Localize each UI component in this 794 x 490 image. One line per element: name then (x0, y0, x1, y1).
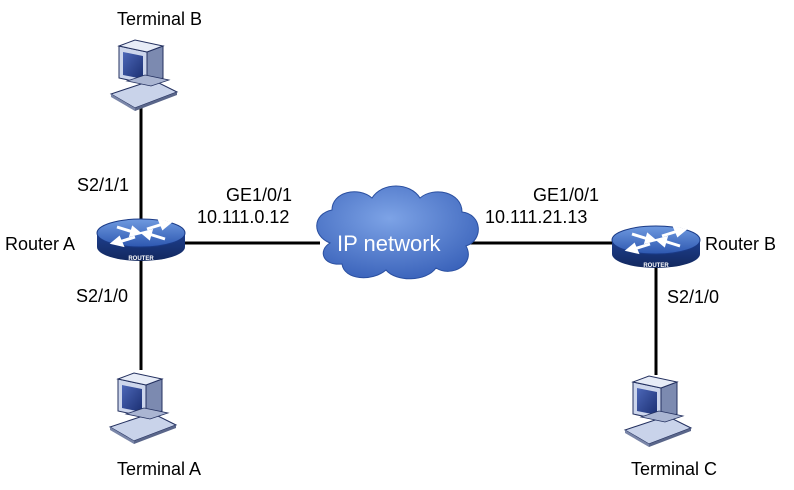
router-b-icon (610, 224, 702, 270)
router-b-label: Router B (705, 234, 777, 254)
terminal-b-icon (110, 39, 178, 112)
router-a-ge-port-label: GE1/0/1 (226, 185, 293, 205)
router-b-ge-port-label: GE1/0/1 (533, 185, 600, 205)
terminal-c-label: Terminal C (631, 459, 718, 479)
router-b-port-s210-label: S2/1/0 (667, 287, 720, 307)
terminal-a-label: Terminal A (117, 459, 202, 479)
router-a-ip-label: 10.111.0.12 (197, 207, 290, 227)
ip-network-cloud-icon (316, 185, 479, 280)
terminal-c-icon (624, 375, 692, 448)
router-a-port-s210-label: S2/1/0 (76, 286, 129, 306)
router-b-badge: ROUTER (643, 263, 669, 269)
terminal-b-label: Terminal B (117, 9, 203, 29)
router-a-badge: ROUTER (128, 256, 154, 262)
router-b-ip-label: 10.111.21.13 (485, 207, 588, 227)
router-a-port-s211-label: S2/1/1 (77, 175, 130, 195)
ip-network-label: IP network (337, 231, 441, 256)
router-a-icon (95, 217, 187, 263)
terminal-a-icon (109, 372, 177, 445)
router-a-label: Router A (5, 234, 76, 254)
